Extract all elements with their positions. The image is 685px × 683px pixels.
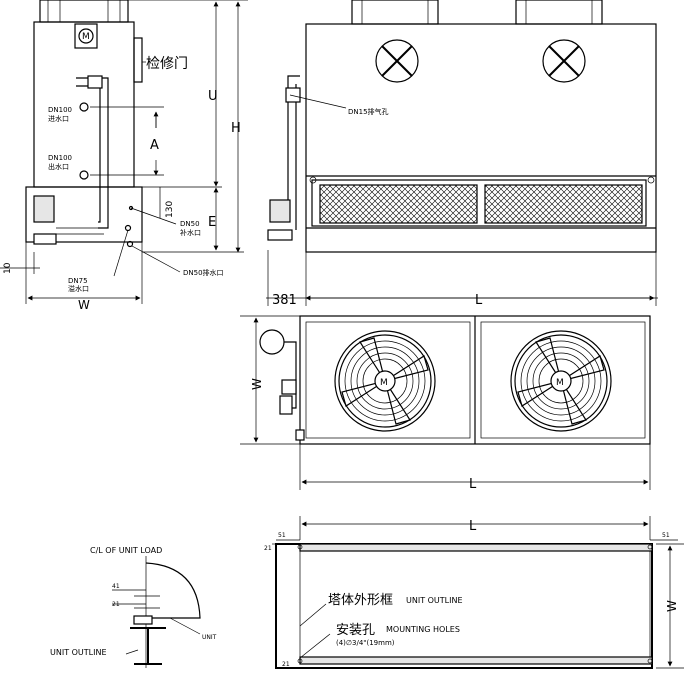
dim-w-base-label: W: [665, 600, 679, 612]
vent-label: DN15排气孔: [348, 107, 389, 116]
plan-fan-1-motor-label: M: [380, 378, 388, 388]
dim-h-label: H: [231, 121, 241, 136]
dim-51-right-label: 51: [662, 532, 670, 539]
mounting-cn-label: 安装孔: [336, 623, 375, 638]
side-fan-housing: [39, 0, 129, 23]
drain-label: DN50排水口: [183, 268, 224, 277]
side-motor-label: M: [82, 32, 90, 42]
mounting-en-label: MOUNTING HOLES: [386, 625, 460, 634]
dim-21-detail-label: 21: [112, 601, 120, 608]
tower-outline-cn-label: 塔体外形框: [328, 593, 393, 608]
inlet-name-label: 进水口: [48, 114, 69, 123]
dim-21-bottom-label: 21: [282, 661, 290, 668]
base-plan: L 51 51 21 21 W 塔体外形框 UNIT OUTLINE 安装孔 M…: [264, 516, 684, 669]
front-view: DN15排气孔 381 L: [266, 0, 658, 308]
base-bottom-rail: [299, 656, 653, 665]
plan-fan-1-motor-icon: [374, 370, 396, 392]
mounting-hole-3: [297, 658, 303, 664]
plan-fan-2-motor-icon: [550, 370, 572, 392]
plan-fan-1: M: [334, 330, 436, 432]
side-basin: [25, 186, 143, 243]
drain-port: [126, 240, 134, 248]
front-fan-housing-2: [515, 0, 603, 25]
makeup-name-label: 补水口: [180, 228, 201, 237]
dim-l-front-label: L: [475, 293, 483, 308]
unit-small-label: UNIT: [202, 634, 217, 641]
dim-130-label: 130: [165, 201, 175, 218]
front-fan-housing-1: [351, 0, 439, 25]
tower-outline-en-label: UNIT OUTLINE: [406, 596, 463, 605]
motor-icon: [78, 28, 94, 44]
makeup-port: [128, 205, 134, 211]
front-fan-2-icon: [542, 39, 586, 83]
base-top-rail: [299, 543, 653, 552]
cl-unit-load-label: C/L OF UNIT LOAD: [90, 546, 162, 555]
dim-l-base-label: L: [469, 519, 477, 534]
mounting-spec-label: (4)∅3/4"(19mm): [336, 639, 395, 647]
plan-fan-2: M: [510, 330, 612, 432]
front-louver-1: [319, 184, 478, 224]
unit-load-curve: [145, 562, 201, 619]
side-pump: [33, 195, 55, 223]
dim-e-label: E: [208, 215, 216, 230]
outlet-name-label: 出水口: [48, 162, 69, 171]
overflow-name-label: 溢水口: [68, 284, 89, 293]
dim-41-label: 41: [112, 583, 120, 590]
unit-outline-label: UNIT OUTLINE: [50, 648, 107, 657]
side-pipe: [76, 77, 109, 229]
dim-u-label: U: [208, 89, 218, 104]
i-beam: [130, 627, 166, 665]
dim-51-left-label: 51: [278, 532, 286, 539]
plan-fan-2-motor-label: M: [556, 378, 564, 388]
base-section-detail: C/L OF UNIT LOAD 41 21 UNIT UNIT OUTLINE: [50, 546, 217, 668]
makeup-size-label: DN50: [180, 220, 200, 228]
front-fan-1-icon: [375, 39, 419, 83]
plan-pump-icon: [259, 329, 285, 355]
dim-w-plan-label: W: [250, 378, 264, 390]
dim-21-top-label: 21: [264, 545, 272, 552]
front-side-pipe: [287, 75, 300, 230]
mounting-hole-4: [647, 658, 653, 664]
dim-l-plan-label: L: [469, 477, 477, 492]
overflow-size-label: DN75: [68, 277, 88, 285]
overflow-port: [124, 224, 132, 232]
front-casing: [305, 23, 657, 253]
dim-381-label: 381: [272, 293, 297, 308]
inlet-size-label: DN100: [48, 106, 72, 114]
dim-a-label: A: [150, 138, 159, 153]
plan-view: M M W L: [240, 315, 651, 492]
access-door-label: 检修门: [146, 56, 188, 72]
dim-10-label: 10: [3, 262, 13, 274]
side-motor: [74, 23, 98, 49]
access-door: [133, 37, 143, 83]
dim-w-side-label: W: [78, 298, 90, 312]
mounting-hole-2: [647, 544, 653, 550]
outlet-size-label: DN100: [48, 154, 72, 162]
front-louver-2: [484, 184, 643, 224]
outlet-port: [79, 170, 89, 180]
side-view: M 检修门 DN100 进水口 DN100 出水口 DN50 补水口 DN75 …: [0, 0, 248, 312]
mounting-hole-1: [297, 544, 303, 550]
inlet-port: [79, 102, 89, 112]
